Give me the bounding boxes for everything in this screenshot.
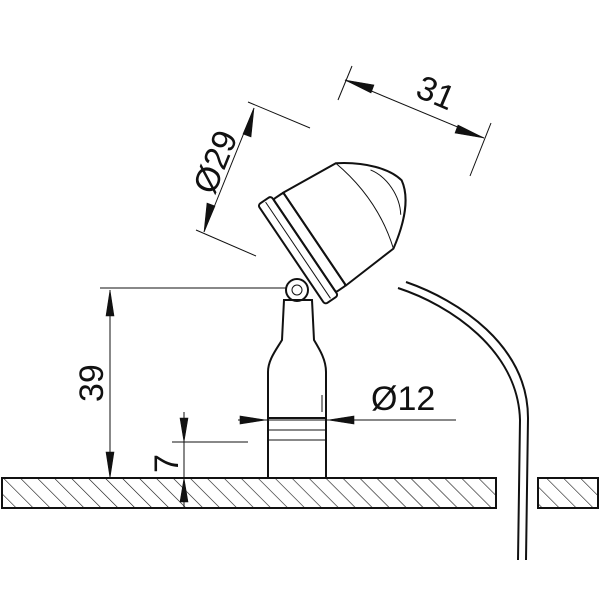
dimension-39-label: 39 [73, 364, 111, 402]
lamp-stem [267, 299, 327, 479]
mounting-surface [1, 477, 599, 509]
lamp-housing [281, 162, 407, 287]
stem-base [267, 417, 327, 479]
power-cable [397, 281, 530, 561]
dimension-diameter-12-label: Ø12 [371, 380, 435, 418]
surface-section-right [537, 477, 599, 509]
dimension-39: 39 [73, 287, 286, 479]
dimension-7: 7 [148, 412, 248, 508]
dimension-7-label: 7 [148, 454, 186, 473]
pivot-joint [285, 278, 309, 302]
dimension-31: 31 [337, 65, 492, 177]
dimension-diameter-12: Ø12 [238, 380, 456, 425]
lamp-head [258, 162, 407, 305]
dimension-diameter-29: Ø29 [186, 101, 311, 257]
surface-section-left [1, 477, 497, 509]
dimension-diameter-29-label: Ø29 [186, 125, 245, 199]
stem-body [267, 299, 327, 418]
